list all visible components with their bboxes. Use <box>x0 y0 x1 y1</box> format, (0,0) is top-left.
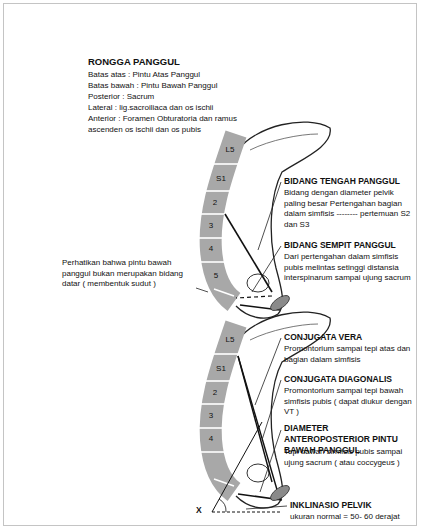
info-line: Batas atas : Pintu Atas Panggul <box>88 70 263 81</box>
lower-figure <box>199 312 330 512</box>
iliac-crest-line <box>250 134 318 150</box>
leader-line <box>252 246 281 292</box>
vertebra-label: S1 <box>213 364 229 374</box>
pelvis-outline <box>236 122 330 318</box>
description-text: Tepi bawah simfisis pubis sampai ujung s… <box>284 447 416 468</box>
inclination-line <box>212 422 262 512</box>
symphysis <box>268 293 292 314</box>
angle-label: X <box>196 505 208 516</box>
heading-text: BIDANG TENGAH PANGGUL <box>284 176 416 187</box>
frame <box>4 4 417 526</box>
info-line: Lateral : lig.sacroiliaca dan os ischii <box>88 103 263 114</box>
vertebra-label: L5 <box>222 145 238 155</box>
heading-text: BIDANG SEMPIT PANGGUL <box>284 240 416 251</box>
spine-band <box>211 324 236 492</box>
heading-text: CONJUGATA DIAGONALIS <box>284 374 416 385</box>
leader-line <box>258 182 281 250</box>
angle-arc <box>219 499 226 512</box>
note-text: Perhatikan bahwa pintu bawah panggul buk… <box>62 258 192 290</box>
vertebra-label: 5 <box>208 271 224 281</box>
description-text: Promontorium sampai tepi bawah simfisis … <box>284 386 416 418</box>
description-text: Dari pertengahan dalam simfisis pubis me… <box>284 252 416 284</box>
heading-text: INKLINASIO PELVIK <box>290 500 416 511</box>
description-text: Promontorium sampai tepi atas dan bagian… <box>284 344 416 365</box>
vertebra-label: 3 <box>203 411 219 421</box>
info-line: Batas bawah : Pintu Bawah Panggul <box>88 81 263 92</box>
vertebra-label: 2 <box>207 198 223 208</box>
description-text: ukuran normal = 50- 60 derajat <box>290 512 416 523</box>
vertebra-label: 4 <box>203 244 219 254</box>
description-text: Bidang dengan diameter pelvik paling bes… <box>284 188 416 230</box>
title: RONGGA PANGGUL <box>88 56 263 68</box>
vertebra-label: 4 <box>203 434 219 444</box>
obturator-foramen <box>247 464 269 482</box>
leader-line <box>196 288 208 292</box>
vertebra-dividers <box>199 354 238 486</box>
vertebra-label: 2 <box>207 388 223 398</box>
narrow-plane-line <box>236 296 272 298</box>
mid-plane-line <box>225 214 272 292</box>
vertebra-label: S1 <box>213 174 229 184</box>
upper-figure <box>196 122 330 318</box>
info-line: Posterior : Sacrum <box>88 92 263 103</box>
vertebra-label: 3 <box>203 221 219 231</box>
symphysis <box>268 483 292 504</box>
leader-line <box>260 430 281 492</box>
vertebra-label: L5 <box>222 335 238 345</box>
leader-line <box>255 338 281 405</box>
vertebra-dividers <box>199 164 238 296</box>
leader-line <box>246 506 287 509</box>
leader-line <box>262 380 281 440</box>
heading-text: CONJUGATA VERA <box>284 332 416 343</box>
info-line: Anterior : Foramen Obturatoria dan ramus… <box>88 114 238 135</box>
horizontal-line <box>212 512 282 513</box>
